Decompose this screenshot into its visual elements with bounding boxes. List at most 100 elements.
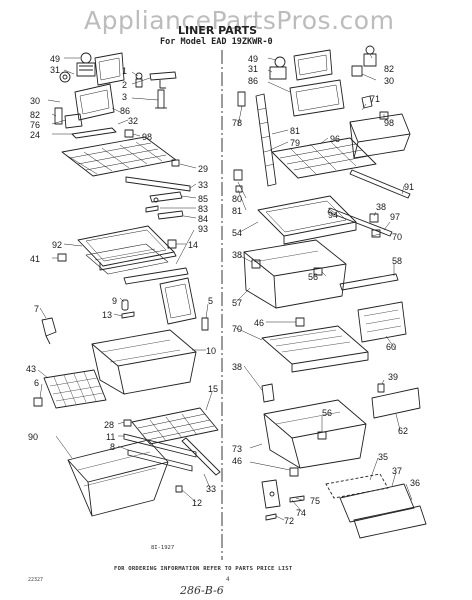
part-label-83-left: 83 bbox=[198, 204, 208, 214]
handwritten-note: 286-B-6 bbox=[180, 584, 224, 597]
clip-5-part bbox=[201, 317, 209, 331]
clip-29-part bbox=[171, 159, 180, 167]
clip-39-right bbox=[377, 383, 385, 393]
part-label-11-left: 11 bbox=[106, 432, 115, 442]
part-label-85-left: 85 bbox=[198, 194, 208, 204]
watermark-text: AppliancePartsPros.com bbox=[84, 6, 395, 35]
clip-46b-right bbox=[289, 467, 299, 477]
part-label-41-left: 41 bbox=[30, 254, 40, 264]
part-label-7-left: 7 bbox=[34, 304, 39, 314]
door-shelf-36 bbox=[353, 505, 427, 539]
part-label-8-left: 8 bbox=[110, 442, 115, 452]
part-label-28-left: 28 bbox=[104, 420, 114, 430]
part-label-30-left: 30 bbox=[30, 96, 40, 106]
light-housing-part bbox=[74, 83, 115, 121]
part-label-98-right: 98 bbox=[384, 118, 394, 128]
rail-33-part bbox=[181, 437, 221, 476]
clip-38b-right bbox=[251, 259, 261, 269]
part-label-56-right: 56 bbox=[308, 272, 318, 282]
socket-part bbox=[59, 71, 71, 83]
drawer-rail-58 bbox=[339, 273, 399, 291]
part-label-37-right: 37 bbox=[392, 466, 402, 476]
bracket-84-part bbox=[157, 210, 184, 220]
wire-shelf-lower-part bbox=[85, 243, 169, 275]
light-bulb-right bbox=[269, 56, 287, 80]
part-label-5-left: 5 bbox=[208, 296, 213, 306]
control-bracket-part bbox=[149, 71, 177, 89]
clip-6-part bbox=[33, 397, 43, 407]
part-label-46b-right: 46 bbox=[232, 456, 242, 466]
part-label-84-left: 84 bbox=[198, 214, 208, 224]
part-label-3-left: 3 bbox=[122, 92, 127, 102]
part-label-39-right: 39 bbox=[388, 372, 398, 382]
screw-75-part bbox=[289, 495, 305, 503]
part-label-14-left: 14 bbox=[188, 240, 198, 250]
door-trim-62 bbox=[371, 387, 421, 419]
dairy-bin-right bbox=[349, 113, 411, 159]
part-label-54-right: 54 bbox=[232, 228, 242, 238]
part-label-80-right: 80 bbox=[232, 194, 242, 204]
clip-56-right bbox=[313, 267, 323, 276]
rail-11-part bbox=[123, 433, 197, 458]
part-label-2-left: 2 bbox=[122, 80, 127, 90]
part-label-82-right: 82 bbox=[384, 64, 394, 74]
bracket-81-right bbox=[235, 185, 243, 193]
wire-harness-part bbox=[71, 127, 117, 139]
clip-98-part bbox=[124, 129, 134, 138]
part-label-78-right: 78 bbox=[232, 118, 242, 128]
clip-70-right bbox=[371, 229, 381, 238]
figure-code: 8I-1927 bbox=[151, 545, 175, 551]
part-label-73-right: 73 bbox=[232, 444, 242, 454]
light-shield-part bbox=[94, 52, 125, 86]
fresh-food-glass-shelf bbox=[257, 195, 357, 245]
part-label-12-left: 12 bbox=[192, 498, 202, 508]
shelf-ladder-rail bbox=[255, 93, 277, 187]
part-label-32-left: 32 bbox=[128, 116, 138, 126]
freezer-bin-10 bbox=[91, 329, 197, 395]
screw-83-part bbox=[145, 205, 159, 213]
part-label-56b-right: 56 bbox=[322, 408, 332, 418]
ice-cube-tray bbox=[43, 369, 107, 409]
part-label-31-left: 31 bbox=[50, 65, 60, 75]
control-knob-part bbox=[135, 72, 143, 88]
part-label-81-right: 81 bbox=[290, 126, 300, 136]
part-label-96-right: 96 bbox=[330, 134, 340, 144]
part-label-33b-left: 33 bbox=[206, 484, 216, 494]
bracket-80-right bbox=[233, 169, 243, 181]
bracket-38c-right bbox=[261, 383, 275, 403]
part-label-94-right: 94 bbox=[328, 210, 338, 220]
part-label-35-right: 35 bbox=[378, 452, 388, 462]
bracket-82-right bbox=[351, 65, 363, 77]
part-label-36-right: 36 bbox=[410, 478, 420, 488]
door-shelf-35 bbox=[325, 473, 389, 499]
clip-12-part bbox=[175, 485, 183, 493]
clip-28-part bbox=[123, 419, 132, 427]
part-label-71-right: 71 bbox=[370, 94, 380, 104]
ordering-note: FOR ORDERING INFORMATION REFER TO PARTS … bbox=[114, 566, 293, 572]
socket-right bbox=[363, 45, 377, 67]
thermostat-part bbox=[155, 89, 167, 109]
part-label-74-right: 74 bbox=[296, 508, 306, 518]
freezer-basket-90 bbox=[67, 439, 169, 517]
part-label-33-left: 33 bbox=[198, 180, 208, 190]
part-label-86-left: 86 bbox=[120, 106, 130, 116]
screw-72-part bbox=[265, 513, 277, 521]
part-label-15-left: 15 bbox=[208, 384, 218, 394]
trim-91-part bbox=[349, 169, 411, 199]
freezer-wire-shelf-top bbox=[61, 136, 177, 177]
part-label-58-right: 58 bbox=[392, 256, 402, 266]
freezer-wire-shelf-lower bbox=[131, 407, 219, 445]
freezer-glass-shelf bbox=[77, 225, 177, 271]
part-label-38c-right: 38 bbox=[232, 362, 242, 372]
part-label-93-left: 93 bbox=[198, 224, 208, 234]
part-label-70-right: 70 bbox=[392, 232, 402, 242]
bracket-85-part bbox=[149, 191, 183, 203]
page-mark: 4 bbox=[226, 576, 230, 583]
diagram-title: LINER PARTS bbox=[178, 24, 258, 37]
door-shelf-37 bbox=[339, 483, 415, 523]
trim-97-part bbox=[327, 207, 393, 237]
part-label-72-right: 72 bbox=[284, 516, 294, 526]
clip-71-right bbox=[361, 95, 373, 109]
part-label-30-right: 30 bbox=[384, 76, 394, 86]
